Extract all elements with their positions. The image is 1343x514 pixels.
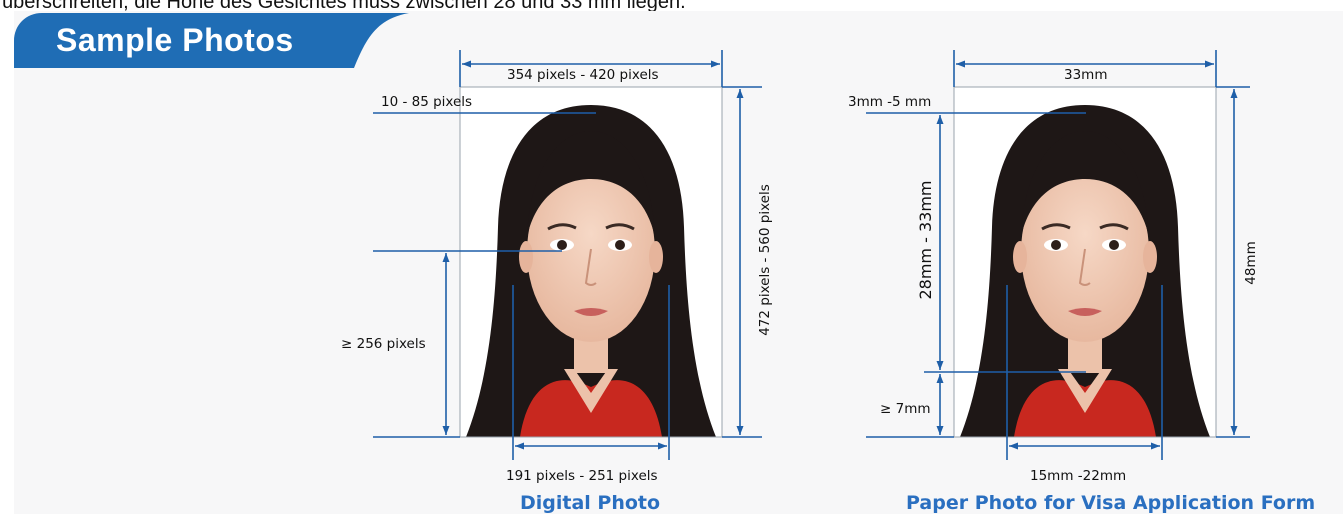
digital-height-label: 472 pixels - 560 pixels	[757, 184, 773, 336]
digital-photo-caption: Digital Photo	[520, 492, 661, 514]
paper-portrait	[952, 85, 1218, 439]
digital-width-label: 354 pixels - 420 pixels	[507, 67, 659, 83]
banner-shape	[14, 13, 409, 68]
paper-width-label: 33mm	[1064, 67, 1108, 83]
paper-height-label: 48mm	[1243, 241, 1259, 285]
sample-photos-banner	[14, 13, 409, 68]
paper-face-width-label: 15mm -22mm	[1030, 468, 1127, 484]
paper-chin-margin-label: ≥ 7mm	[880, 401, 931, 417]
paper-photo-diagram	[866, 50, 1250, 460]
digital-photo-diagram	[373, 50, 762, 460]
digital-portrait	[458, 85, 724, 439]
digital-face-width-label: 191 pixels - 251 pixels	[506, 468, 658, 484]
banner-title: Sample Photos	[56, 22, 294, 58]
paper-top-margin-label: 3mm -5 mm	[848, 94, 932, 110]
header-text: überschreiten, die Höhe des Gesichtes mu…	[2, 0, 686, 13]
digital-eye-height-label: ≥ 256 pixels	[341, 336, 426, 352]
paper-face-height-label: 28mm - 33mm	[916, 180, 935, 300]
digital-top-margin-label: 10 - 85 pixels	[381, 94, 473, 110]
paper-photo-caption: Paper Photo for Visa Application Form	[906, 492, 1316, 514]
